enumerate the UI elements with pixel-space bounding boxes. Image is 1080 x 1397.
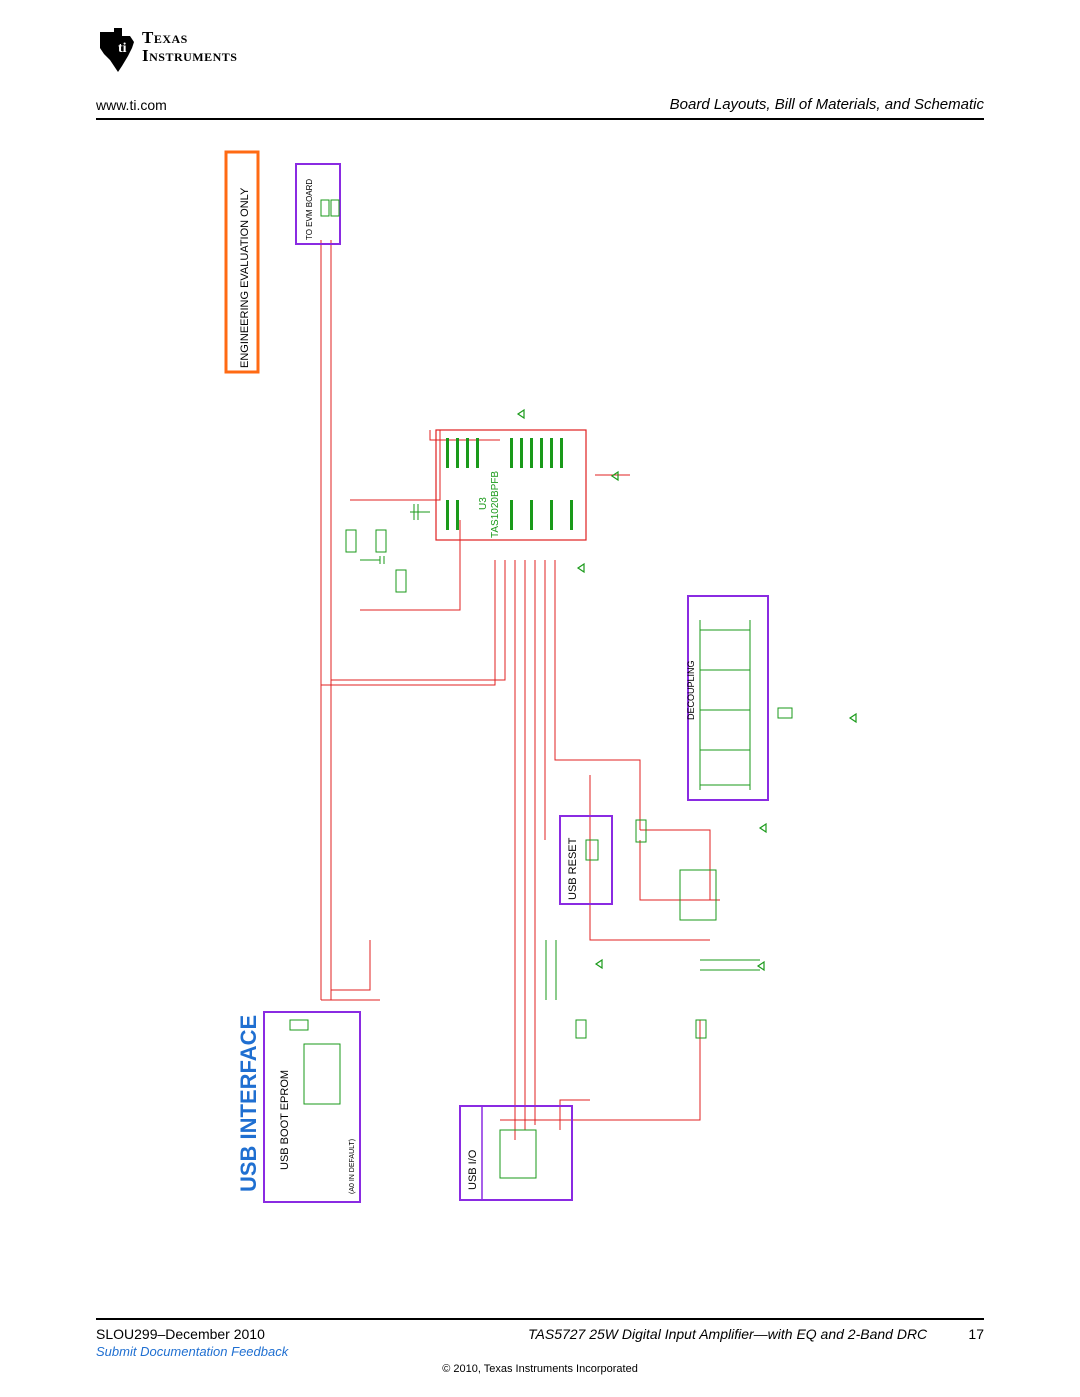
header-rule [96, 118, 984, 120]
usb-interface-schematic: ENGINEERING EVALUATION ONLY TO EVM BOARD… [224, 150, 857, 1203]
evaluation-note: ENGINEERING EVALUATION ONLY [239, 187, 251, 368]
u3-ref: U3 [478, 497, 489, 510]
svg-text:ti: ti [118, 41, 127, 56]
document-title: TAS5727 25W Digital Input Amplifier—with… [528, 1326, 928, 1342]
decoupling-label: DECOUPLING [686, 660, 696, 720]
usb-boot-eprom-label: USB BOOT EPROM [279, 1070, 291, 1170]
document-id: SLOU299–December 2010 [96, 1326, 265, 1342]
company-name-line2: Instruments [142, 46, 238, 65]
feedback-link[interactable]: Submit Documentation Feedback [96, 1344, 289, 1359]
section-title: Board Layouts, Bill of Materials, and Sc… [669, 96, 984, 113]
company-name-line1: Texas [142, 28, 188, 47]
copyright: © 2010, Texas Instruments Incorporated [442, 1363, 638, 1375]
eprom-note: (A0 IN DEFAULT) [349, 1139, 356, 1194]
usb-io-label: USB I/O [467, 1149, 479, 1190]
page-number: 17 [968, 1326, 984, 1342]
site-url[interactable]: www.ti.com [96, 97, 167, 113]
usb-reset-label: USB RESET [567, 837, 579, 900]
u3-part: TAS1020BPFB [490, 471, 501, 538]
schematic-title: USB INTERFACE [236, 1015, 261, 1192]
ti-logo: ti Texas Instruments [96, 26, 271, 74]
footer-rule [96, 1318, 984, 1320]
to-evm-board-label: TO EVM BOARD [305, 179, 314, 240]
texas-state-logo-icon [100, 28, 134, 72]
